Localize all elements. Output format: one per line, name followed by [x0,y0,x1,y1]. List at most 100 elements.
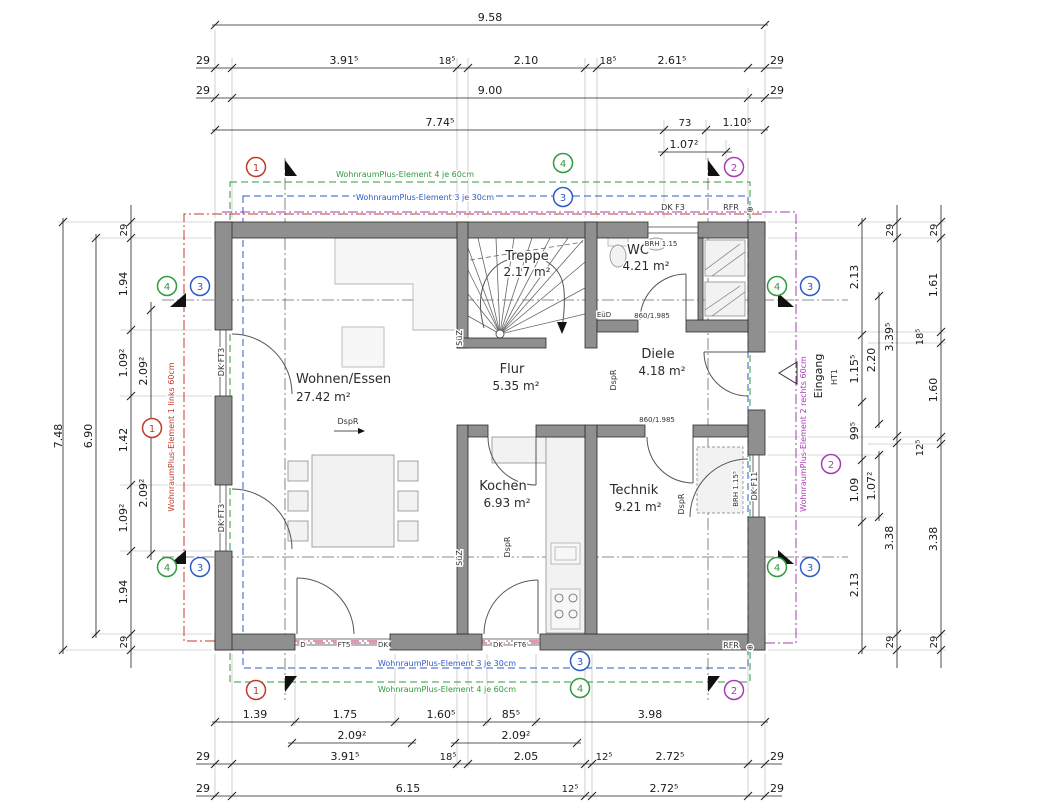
badge-number: 4 [164,282,170,293]
dim-label: 9.00 [478,84,503,97]
dim-label: 29 [770,84,784,97]
dim-label: 73 [679,118,692,129]
dim-label: 3.98 [638,708,663,721]
window-right [752,455,760,517]
window-tag: DK [378,641,388,649]
burner [554,609,564,619]
dim-label: 2.13 [848,265,861,290]
wc-door [639,273,687,321]
dim-label: 2.61⁵ [658,54,687,67]
window-tag: DK FT3 [217,348,226,376]
walls [214,221,766,651]
badge-number: 2 [828,460,834,471]
dim-label: 2.09² [137,479,150,508]
vent-tag: DspR [677,493,686,514]
badge-number: 1 [253,686,259,697]
dim-label: 29 [929,636,940,649]
side-table [341,326,385,368]
dim-label: 1.42 [117,428,130,453]
element-badges: 1 4 3 2 1 3 4 2 4 3 1 4 3 4 3 2 4 3 [141,152,842,701]
dim-label: 2.10 [514,54,539,67]
window-tag: DK [493,641,503,649]
window-bottom-1 [295,638,390,646]
burner [568,593,578,603]
chair [287,490,309,512]
dim-label: 2.72⁵ [656,750,685,763]
rfr-tag: RFR [723,641,739,650]
element-marker [170,293,186,307]
dim-label: 1.09² [117,504,130,533]
rfr-tag: RFR [723,203,739,212]
dim-label: 29 [119,224,130,237]
entrance-door-tag: HT1 [830,369,839,385]
window-bottom-2 [482,638,540,646]
badge-number: 3 [197,282,203,293]
badge-number: 3 [807,282,813,293]
chair [287,460,309,482]
shaft-tag: SüZ [455,550,464,566]
dim-label: 9.58 [478,11,503,24]
dim-label: 18⁵ [440,752,457,763]
dim-label: 3.91⁵ [330,54,359,67]
badge-number: 2 [731,163,737,174]
dim-label: 1.75 [333,708,358,721]
door-size-tag: 860/1.985 [634,312,670,320]
dim-label: 1.07² [670,138,699,151]
room-labels: Wohnen/Essen 27.42 m² Treppe 2.17 m² WC … [295,242,688,516]
room-name: Wohnen/Essen [296,372,391,387]
chair [397,520,419,542]
window-left-1 [219,330,227,396]
dim-label: 1.15⁵ [848,355,861,384]
badge-number: 4 [577,684,583,695]
dimension-texts: 9.58 29 3.91⁵ 18⁵ 2.10 18⁵ 2.61⁵ 29 29 9… [52,11,940,795]
kitchen-counter-top [491,436,547,464]
entrance-arrow-icon [778,361,798,385]
dim-label: 18⁵ [915,329,926,346]
dim-label: 2.09² [502,729,531,742]
room-area: 9.21 m² [614,500,661,514]
dim-label: 2.05 [514,750,539,763]
element4-label-bottom: WohnraumPlus-Element 4 je 60cm [378,685,516,694]
dim-label: 2.20 [865,348,878,373]
dim-label: 18⁵ [600,56,617,67]
dim-label: 1.10⁵ [723,116,752,129]
dim-label: 1.09 [848,478,861,503]
chair [397,490,419,512]
dim-label: 29 [885,636,896,649]
toilet [609,244,627,268]
staircase [467,237,586,339]
dim-label: 3.39⁵ [883,323,896,352]
dim-label: 1.60 [927,378,940,403]
dim-label: 12⁵ [596,752,613,763]
dim-label: 2.72⁵ [650,782,679,795]
fixture-labels: DK FT3 DK FT3 DK F3 DK F11 RFR ⊕ RFR ⊕ D… [216,202,841,654]
dim-label: 29 [770,54,784,67]
room-name: Kochen [479,479,526,494]
shaft-tag: SüZ [455,330,464,346]
shower [704,239,746,277]
element4-label-top: WohnraumPlus-Element 4 je 60cm [336,170,474,179]
washer [704,281,746,317]
room-area: 5.35 m² [492,379,539,393]
sill-height-tag: BRH 1.15⁵ [732,471,740,507]
dim-label: 29 [770,782,784,795]
openings [219,226,798,646]
room-name: Flur [500,362,525,377]
dim-label: 29 [770,750,784,763]
garden-door [483,579,539,635]
dim-label: 3.91⁵ [331,750,360,763]
dim-label: 12⁵ [562,784,579,795]
room-area: 2.17 m² [503,265,550,279]
badge-number: 3 [560,193,566,204]
heating-unit [696,446,744,514]
circle-plus-icon: ⊕ [747,205,754,214]
chair [287,520,309,542]
badge-number: 3 [577,657,583,668]
room-name: WC [627,243,649,258]
element3-label-top: WohnraumPlus-Element 3 je 30cm [356,193,494,202]
extension-lines [58,30,946,798]
vent-tag: DspR [503,536,512,557]
element-marker [708,160,720,176]
window-tag: FT5 [338,641,351,649]
